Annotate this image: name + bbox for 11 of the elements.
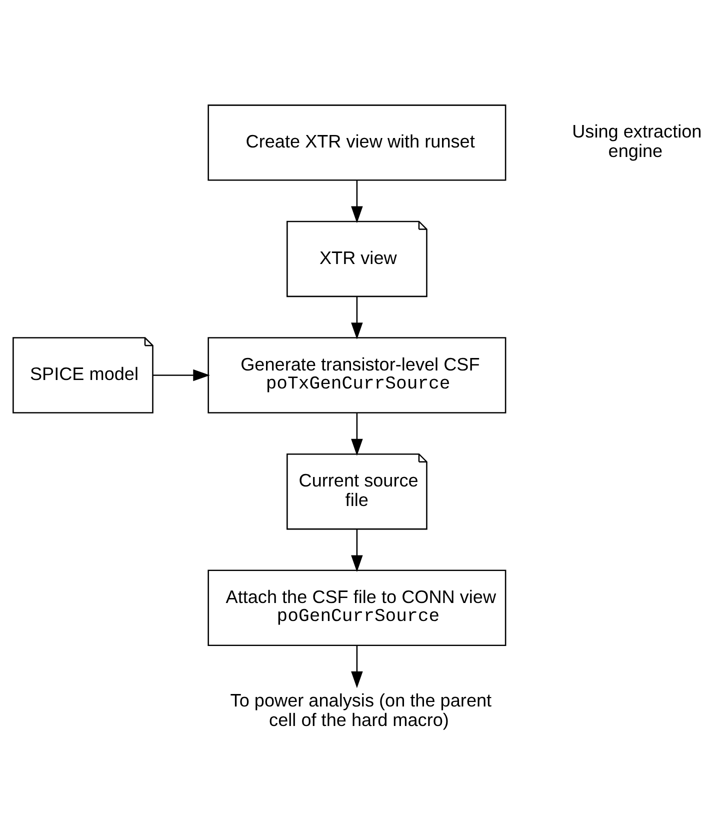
arrow (351, 296, 363, 339)
arrow (351, 412, 363, 456)
node-box: Generate transistor-level CSF poTxGenCurrSource (208, 336, 506, 413)
node-box: Create XTR view with runset (208, 104, 506, 180)
arrow (351, 180, 363, 223)
arrow (153, 368, 210, 381)
node-box: Attach the CSF file to CONN view poGenCurrSource (208, 569, 506, 646)
arrow (351, 645, 363, 688)
node-text: To power analysis (on the parent cell of the hard macro) (230, 690, 492, 730)
node-label: Using extraction engine (572, 121, 702, 161)
arrow (351, 528, 363, 572)
